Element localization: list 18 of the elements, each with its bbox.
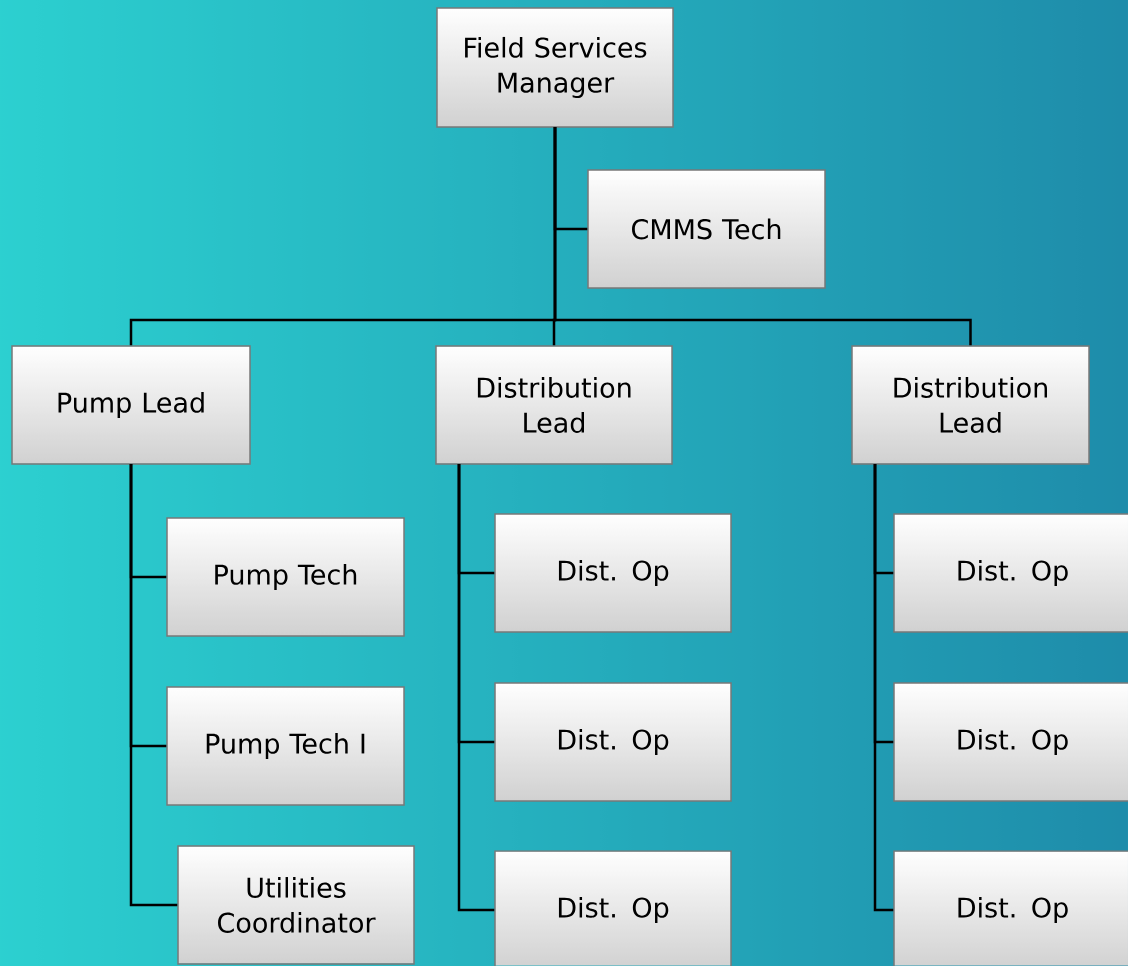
position-box: Pump Lead	[11, 345, 251, 465]
position-box: Distribution Lead	[435, 345, 673, 465]
connector-line	[873, 464, 894, 912]
position-box: CMMS Tech	[587, 169, 826, 289]
position-box: Field Services Manager	[436, 7, 674, 128]
position-box: Pump Tech I	[166, 686, 405, 806]
connector-line	[553, 127, 972, 346]
position-box: Distribution Lead	[851, 345, 1090, 465]
position-box: Dist. Op	[494, 513, 732, 633]
position-box: Pump Tech	[166, 517, 405, 637]
position-box: Utilities Coordinator	[177, 845, 415, 965]
position-box: Dist. Op	[893, 850, 1128, 966]
connector-line	[457, 464, 495, 912]
position-box: Dist. Op	[494, 850, 732, 966]
connector-line	[129, 464, 178, 907]
position-box: Dist. Op	[893, 513, 1128, 633]
position-box: Dist. Op	[494, 682, 732, 802]
position-box: Dist. Op	[893, 682, 1128, 802]
